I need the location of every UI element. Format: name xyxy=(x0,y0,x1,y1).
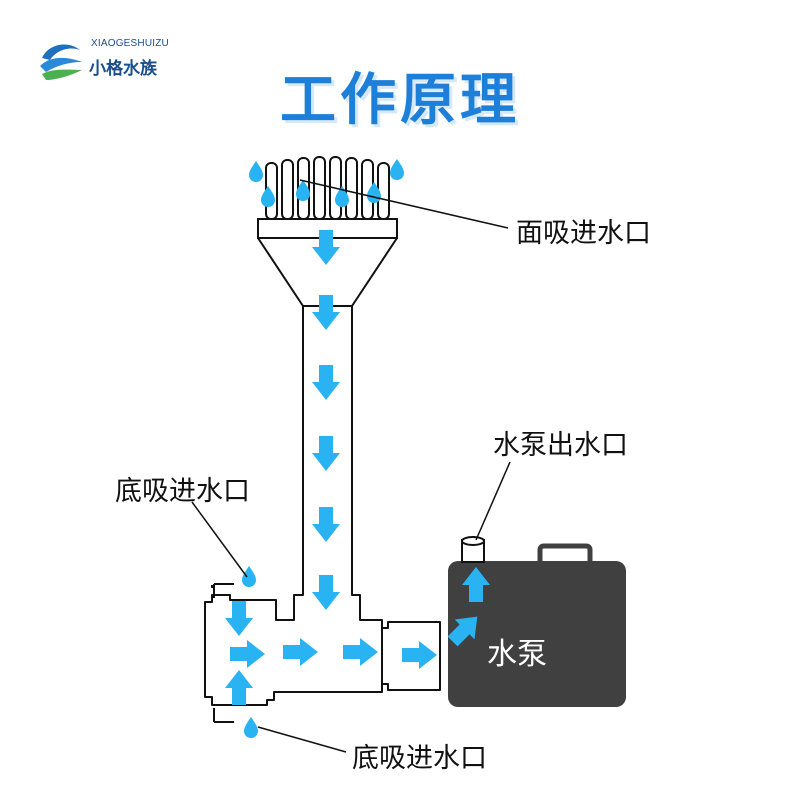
leader-line-bottom-inlet-lower xyxy=(257,726,347,753)
brand-wave-icon xyxy=(40,44,82,80)
water-droplet-icon xyxy=(390,159,404,180)
label-surface-inlet: 面吸进水口 xyxy=(516,218,651,249)
label-pump: 水泵 xyxy=(487,637,547,672)
brand-logo: XIAOGESHUIZU 小格水族 xyxy=(38,36,188,86)
leader-line-bottom-inlet-upper xyxy=(191,501,248,578)
label-bottom-inlet-upper: 底吸进水口 xyxy=(115,476,250,507)
leader-line-pump-outlet xyxy=(475,461,511,541)
label-pump-outlet: 水泵出水口 xyxy=(493,430,628,461)
brand-latin-name: XIAOGESHUIZU xyxy=(91,38,169,49)
water-droplet-icon xyxy=(249,161,263,182)
page-title: 工作原理 xyxy=(280,68,520,133)
surface-skimmer-comb xyxy=(257,156,398,239)
bottom-inlet-droplet-upper-icon xyxy=(242,566,256,587)
label-bottom-inlet-lower: 底吸进水口 xyxy=(352,743,487,774)
bottom-inlet-droplet-lower-icon xyxy=(244,717,258,738)
leader-line-surface-inlet xyxy=(299,179,509,229)
leader-lines xyxy=(191,179,511,753)
water-pump xyxy=(442,536,626,707)
brand-chinese-name: 小格水族 xyxy=(89,59,157,79)
